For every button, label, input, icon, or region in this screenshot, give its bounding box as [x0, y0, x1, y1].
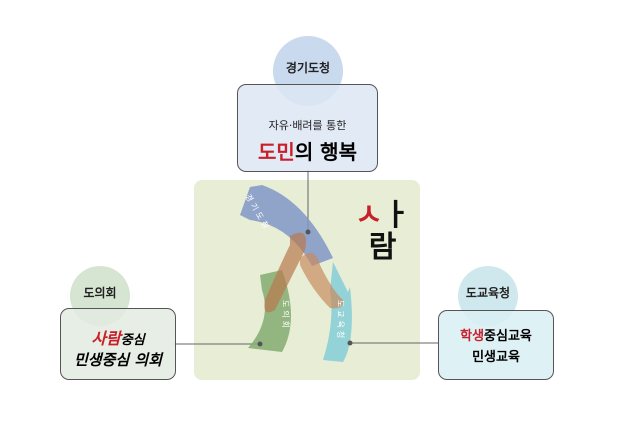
center-panel — [194, 180, 420, 380]
education-line1: 학생중심교육 — [439, 325, 553, 344]
council-line1-red: 사람 — [91, 329, 121, 348]
band-education — [323, 262, 352, 362]
education-line2: 민생교육 — [472, 350, 520, 365]
gyeonggi-label: 경기도청 — [285, 60, 331, 75]
connector-dot-left — [257, 341, 263, 347]
center-title: ㅅㅏ 람 — [355, 200, 410, 264]
gyeonggi-slogan-rest: 의 행복 — [294, 140, 357, 164]
center-title-line1: ㅅㅏ — [355, 200, 410, 232]
education-box: 학생중심교육 민생교육 — [438, 310, 554, 380]
title-red: ㅅ — [355, 198, 383, 233]
band-gyeonggi — [240, 185, 333, 266]
connector-dot-right — [347, 340, 353, 346]
council-line2: 민생중심 의회 — [73, 351, 163, 369]
education-label: 도교육청 — [465, 285, 511, 300]
gyeonggi-slogan-red: 도민 — [258, 140, 295, 164]
council-box: 사람중심 민생중심 의회 — [60, 308, 176, 380]
gyeonggi-subtitle: 자유·배려를 통한 — [268, 119, 347, 132]
council-line1: 사람중심 — [61, 325, 175, 349]
education-line1-rest: 중심교육 — [484, 329, 532, 344]
band-label-left: 도의회 — [281, 299, 291, 332]
title-vowel: ㅏ — [382, 198, 411, 233]
connector-dot-top — [305, 229, 311, 235]
education-line1-red: 학생 — [460, 329, 485, 344]
gyeonggi-box: 자유·배려를 통한 도민의 행복 — [237, 84, 378, 172]
gyeonggi-slogan: 도민의 행복 — [238, 136, 377, 165]
council-label: 도의회 — [83, 285, 117, 300]
council-line1-rest: 중심 — [120, 333, 145, 348]
person-stroke-right — [300, 252, 344, 309]
center-title-line2: 람 — [368, 230, 397, 265]
person-stroke-left — [264, 232, 306, 313]
band-label-right: 도교육청 — [336, 299, 346, 342]
